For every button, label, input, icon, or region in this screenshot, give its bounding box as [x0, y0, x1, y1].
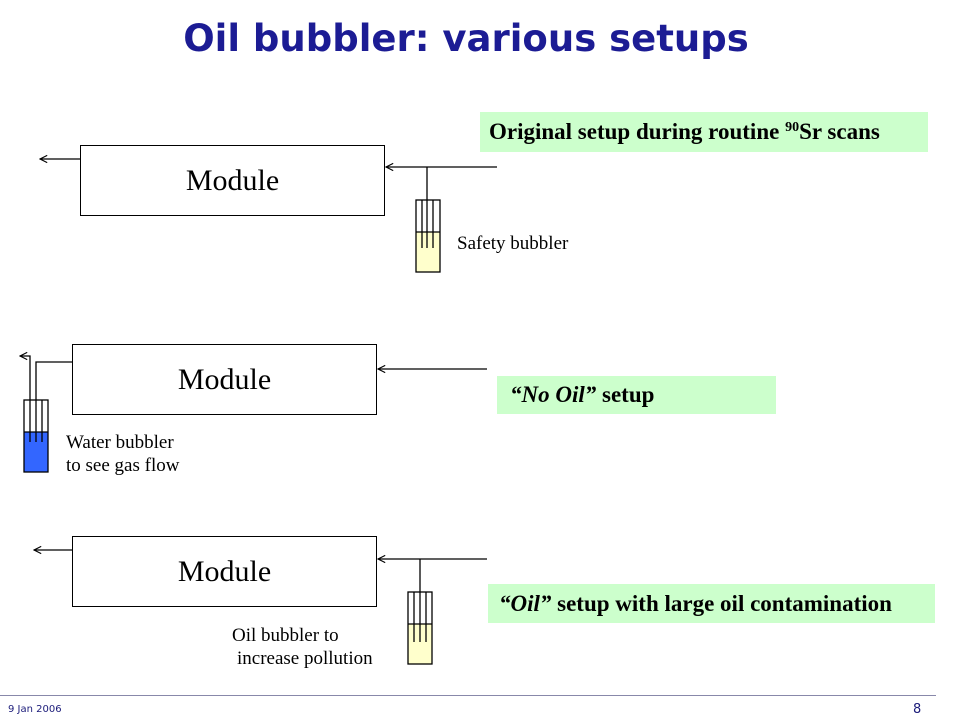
caption-italic-text: “Oil” [499, 591, 552, 616]
caption-text-after: setup [596, 382, 655, 407]
setup-2-graphics [20, 356, 487, 473]
module-label: Module [177, 554, 272, 588]
bubbler-label-line: to see gas flow [66, 455, 180, 476]
module-box: Module [72, 344, 377, 415]
module-box: Module [72, 536, 377, 607]
bubbler-label-line: Water bubbler [66, 432, 174, 453]
setup-2-exhaust-arrow [20, 356, 31, 442]
bubbler-vessel [415, 199, 441, 273]
caption-text-after: Sr scans [799, 119, 880, 144]
bubbler-label-line: Oil bubbler to [232, 625, 339, 646]
page-number: 8 [913, 702, 922, 717]
caption-superscript: 90 [785, 120, 800, 135]
caption-italic-text: “No Oil” [510, 382, 597, 407]
caption-no-oil-setup: “No Oil” setup [497, 376, 776, 414]
setup-2-module-outlet-tube [35, 361, 72, 442]
bubbler-label-line: increase pollution [237, 648, 373, 669]
caption-oil-setup: “Oil” setup with large oil contamination [488, 584, 935, 623]
bubbler-label-line: Safety bubbler [457, 233, 569, 254]
slide-title: Oil bubbler: various setups [183, 17, 749, 60]
caption-original-setup: Original setup during routine 90Sr scans [480, 112, 928, 152]
caption-text-after: setup with large oil contamination [551, 591, 892, 616]
caption-text: Original setup during routine [489, 119, 786, 144]
safety-bubbler [415, 199, 441, 273]
module-label: Module [185, 163, 280, 197]
bubbler-liquid [416, 232, 440, 272]
setup-3-graphics [34, 550, 487, 665]
module-box: Module [80, 145, 385, 216]
setup-1-graphics [40, 159, 497, 273]
footer-date: 9 Jan 2006 [8, 704, 62, 715]
module-label: Module [177, 362, 272, 396]
